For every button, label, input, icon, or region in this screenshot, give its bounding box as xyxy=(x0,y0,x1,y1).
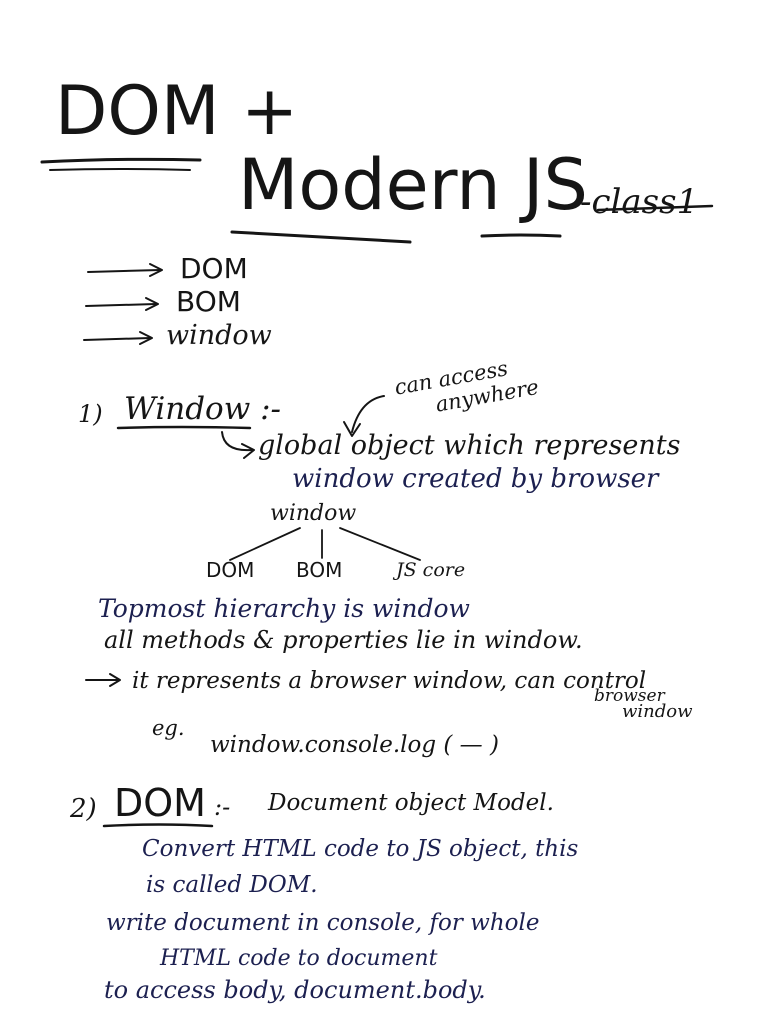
eg-code: window.console.log ( — ) xyxy=(210,732,499,758)
window-heading-underline xyxy=(116,425,252,430)
title-underline xyxy=(40,157,202,164)
note-arrow-icon xyxy=(85,673,121,687)
dom-line4: HTML code to document xyxy=(160,946,438,971)
window-definition-line1: global object which represents xyxy=(258,430,681,461)
window-note1: Topmost hierarchy is window xyxy=(98,594,470,623)
dom-definition: Document object Model. xyxy=(268,790,554,816)
title-line2: Modern JS xyxy=(238,144,588,226)
tree-root: window xyxy=(270,501,357,526)
section-window-number: 1) xyxy=(78,400,103,428)
modern-js-underline-2 xyxy=(480,233,562,238)
dom-line3: write document in console, for whole xyxy=(106,910,540,936)
title-line1: DOM + xyxy=(55,72,299,151)
section-dom-separator: :- xyxy=(214,793,231,821)
tree-child-dom: DOM xyxy=(206,558,255,582)
tree-child-jscore: JS core xyxy=(396,559,466,581)
intro-item-bom: BOM xyxy=(176,285,241,318)
modern-js-underline xyxy=(230,230,412,244)
window-definition-line2: window created by browser xyxy=(292,464,659,494)
window-note3-cont2: window xyxy=(622,701,693,722)
dom-line1: Convert HTML code to JS object, this xyxy=(142,836,579,862)
window-note3-cont1: browser xyxy=(594,686,665,706)
section-dom-number: 2) xyxy=(70,794,97,824)
window-note2: all methods & properties lie in window. xyxy=(104,626,583,654)
section-dom-heading: DOM xyxy=(114,781,206,825)
arrow-icon xyxy=(83,263,163,345)
dom-line2: is called DOM. xyxy=(146,872,318,898)
window-note3: it represents a browser window, can cont… xyxy=(132,668,647,694)
title-underline-2 xyxy=(49,168,191,171)
intro-item-dom: DOM xyxy=(180,252,248,285)
tree-lines xyxy=(229,527,421,561)
eg-label: eg. xyxy=(152,716,185,740)
class-tag: -class1 xyxy=(580,182,699,222)
section-window-heading: Window :- xyxy=(124,391,282,427)
dom-line5: to access body, document.body. xyxy=(104,976,486,1004)
intro-item-window: window xyxy=(166,320,272,351)
side-note-arrow xyxy=(351,395,385,433)
tree-child-bom: BOM xyxy=(296,558,343,582)
hook-arrow-icon xyxy=(221,431,253,452)
